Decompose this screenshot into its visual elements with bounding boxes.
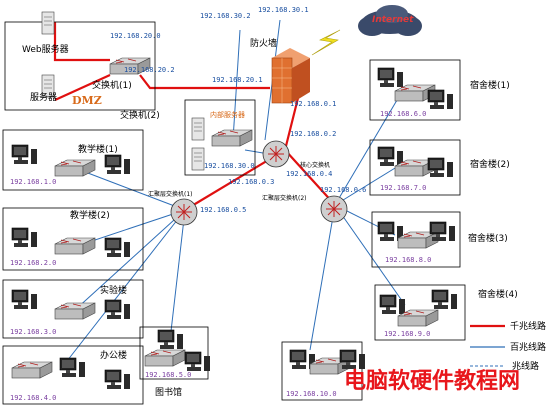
legend: 千兆线路 百兆线路 兆线路 xyxy=(470,320,546,372)
watermark-text: 电脑软硬件教程网 xyxy=(344,368,520,394)
dorm4-box xyxy=(374,284,466,341)
internal-server-box xyxy=(184,99,256,176)
core-switch-icon xyxy=(262,140,290,168)
library-pc-1-icon xyxy=(157,329,184,350)
teach1-label: 教学楼(1) xyxy=(78,143,118,155)
dorm3-box xyxy=(371,211,461,268)
teach2-label: 教学楼(2) xyxy=(70,209,110,221)
core-switch-label: 核心交换机 xyxy=(300,161,330,169)
teach1-box xyxy=(2,129,144,191)
agg-switch-2-icon xyxy=(320,195,348,223)
ip-dmz-net: 192.168.20.0 xyxy=(110,32,161,40)
hundred-mbps-links xyxy=(59,19,406,371)
office-box xyxy=(2,345,144,405)
ip-dorm2: 192.168.7.0 xyxy=(380,184,426,192)
internal-server-1-icon xyxy=(191,117,205,141)
dorm4-pc-2-icon xyxy=(431,289,458,310)
ip-core-0-6: 192.168.0.6 xyxy=(320,186,366,194)
internet-label: Internet xyxy=(372,15,414,25)
internal-server-2-icon xyxy=(191,147,205,171)
ip-fw-20-1: 192.168.20.1 xyxy=(212,76,263,84)
server-label: 服务器 xyxy=(30,91,57,103)
dorm3-label: 宿舍楼(3) xyxy=(468,232,508,244)
office-pc-2-icon xyxy=(104,369,131,390)
ip-dorm1: 192.168.6.0 xyxy=(380,110,426,118)
legend-10m-label: 兆线路 xyxy=(512,360,539,372)
library-box xyxy=(139,326,209,380)
firewall-label: 防火墙 xyxy=(250,37,277,49)
dorm1-label: 宿舍楼(1) xyxy=(470,79,510,91)
ip-library: 192.168.5.0 xyxy=(145,371,191,379)
dorm4-pc-1-icon xyxy=(379,294,406,315)
ip-internal-30-0: 192.168.30.0 xyxy=(204,162,255,170)
lab-label: 实验楼 xyxy=(100,284,127,296)
ip-office: 192.168.4.0 xyxy=(10,394,56,402)
ip-core-0-4: 192.168.0.4 xyxy=(286,170,332,178)
ip-dorm3: 192.168.8.0 xyxy=(385,256,431,264)
internet-cloud-icon xyxy=(358,5,422,36)
legend-100m-label: 百兆线路 xyxy=(510,341,546,353)
ip-30-1: 192.168.30.1 xyxy=(258,6,309,14)
lab-box xyxy=(2,279,144,339)
internal-switch-icon xyxy=(211,129,253,147)
ip-agg1-0-5: 192.168.0.5 xyxy=(200,206,246,214)
web-server-label: Web服务器 xyxy=(22,43,69,55)
dorm5-pc-2-icon xyxy=(339,349,366,370)
legend-gigabit-label: 千兆线路 xyxy=(510,320,546,332)
dmz-box xyxy=(4,21,156,111)
internal-server-label: 内部服务器 xyxy=(210,110,245,119)
teach2-pc-2-icon xyxy=(104,237,131,258)
library-pc-2-icon xyxy=(184,351,211,372)
dorm1-pc-2-icon xyxy=(427,89,454,110)
lab-switch-icon xyxy=(54,302,96,320)
dorm4-label: 宿舍楼(4) xyxy=(478,288,518,300)
office-pc-1-icon xyxy=(59,357,86,378)
dorm2-pc-1-icon xyxy=(377,146,404,167)
dorm1-box xyxy=(369,59,461,121)
office-label: 办公楼 xyxy=(100,349,127,361)
ip-teach1: 192.168.1.0 xyxy=(10,178,56,186)
dorm2-label: 宿舍楼(2) xyxy=(470,158,510,170)
library-switch-icon xyxy=(144,349,186,367)
web-server-icon xyxy=(41,11,55,35)
agg-switch-1-label: 汇聚层交换机(1) xyxy=(148,190,193,198)
switch2-label: 交换机(2) xyxy=(120,109,160,121)
ip-dmz-gw: 192.168.20.2 xyxy=(124,66,175,74)
dmz-switch-label: 交换机(1) xyxy=(92,79,132,91)
office-switch-icon xyxy=(11,361,53,379)
ip-lab: 192.168.3.0 xyxy=(10,328,56,336)
agg-switch-2-label: 汇聚层交换机(2) xyxy=(262,194,307,202)
teach1-pc-2-icon xyxy=(104,154,131,175)
dorm3-pc-2-icon xyxy=(429,221,456,242)
gigabit-links xyxy=(53,22,336,211)
dorm2-box xyxy=(369,139,461,196)
dorm2-pc-2-icon xyxy=(427,157,454,178)
teach2-pc-1-icon xyxy=(11,227,38,248)
lightning-icon xyxy=(311,29,341,56)
agg-switch-1-icon xyxy=(170,198,198,226)
teach2-switch-icon xyxy=(54,237,96,255)
ip-30-2: 192.168.30.2 xyxy=(200,12,251,20)
ip-teach2: 192.168.2.0 xyxy=(10,259,56,267)
dmz-label: DMZ xyxy=(72,94,102,107)
dorm1-pc-1-icon xyxy=(377,67,404,88)
teach1-pc-1-icon xyxy=(11,144,38,165)
ip-core-0-3: 192.168.0.3 xyxy=(228,178,274,186)
ip-dorm4: 192.168.9.0 xyxy=(384,330,430,338)
lab-pc-1-icon xyxy=(11,289,38,310)
ip-dorm5: 192.168.10.0 xyxy=(286,390,337,398)
firewall-icon xyxy=(271,48,310,104)
lab-pc-2-icon xyxy=(104,299,131,320)
ip-fw-0-1: 192.168.0.1 xyxy=(290,100,336,108)
library-label: 图书馆 xyxy=(155,386,182,398)
ip-core-0-2: 192.168.0.2 xyxy=(290,130,336,138)
dorm4-switch-icon xyxy=(397,309,439,327)
dorm5-box xyxy=(281,341,363,401)
teach2-box xyxy=(2,207,144,271)
